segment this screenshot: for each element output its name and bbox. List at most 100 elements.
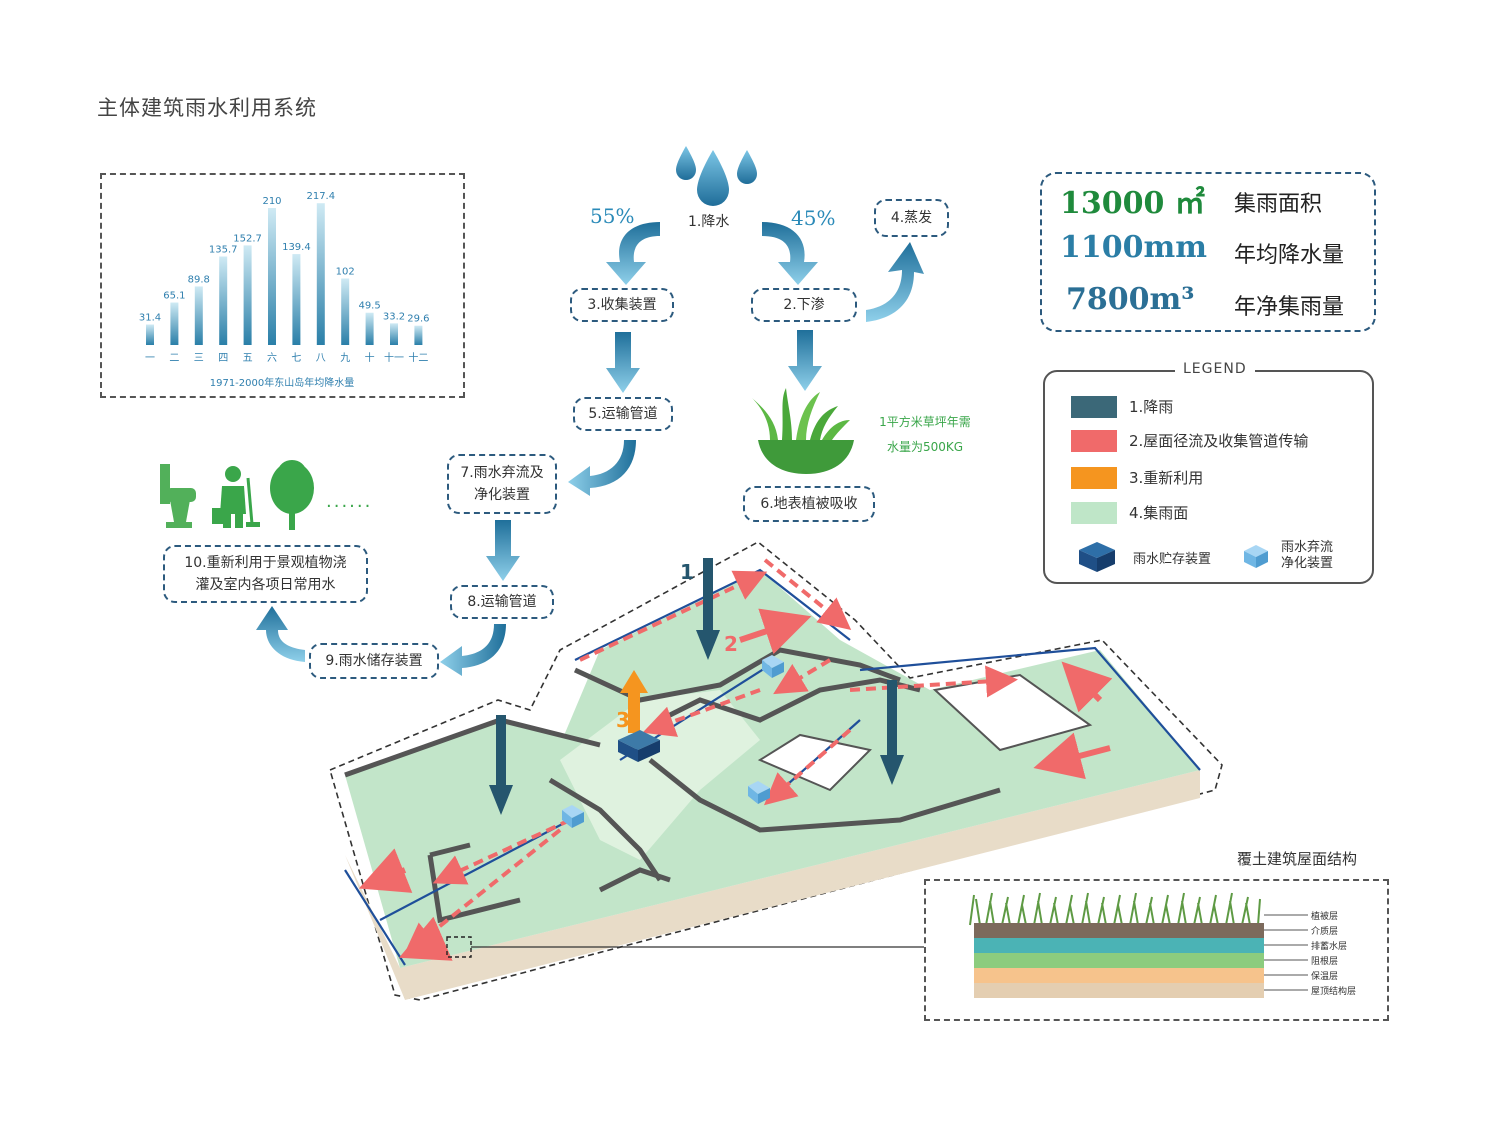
grass-note-line1: 1平方米草坪年需 <box>879 415 971 429</box>
legend-storage-label: 雨水贮存装置 <box>1133 552 1212 567</box>
purify-device-icon <box>562 805 584 828</box>
layer-label-media: 介质层 <box>1311 927 1339 937</box>
node-evaporation: 4.蒸发 <box>874 199 949 237</box>
bar-二 <box>170 302 179 345</box>
node-precipitation: 1.降水 <box>688 214 730 230</box>
layer-media <box>974 923 1264 938</box>
roof-structure-title: 覆土建筑屋面结构 <box>1237 850 1358 868</box>
grass-note-line2: 水量为500KG <box>886 440 964 454</box>
rain-drop-icon <box>737 150 757 184</box>
node-transport-pipe-5: 5.运输管道 <box>573 397 673 431</box>
rainfall-chart: 31.4一65.1二89.8三135.7四152.7五210六139.4七217… <box>139 191 430 389</box>
bar-value-label: 65.1 <box>163 291 185 302</box>
ellipsis-dots: ······ <box>326 496 373 517</box>
category-label: 二 <box>169 353 179 364</box>
marker-1: 1 <box>680 560 694 584</box>
node-infiltration: 2.下渗 <box>751 288 857 322</box>
bar-value-label: 33.2 <box>383 311 405 322</box>
percent-left: 55% <box>590 204 635 228</box>
bar-value-label: 210 <box>262 196 281 207</box>
legend-label-rain: 1.降雨 <box>1129 398 1174 416</box>
bar-value-label: 152.7 <box>233 233 262 244</box>
arrow-to-infiltration <box>762 222 818 285</box>
bar-一 <box>146 324 154 345</box>
legend-swatch-runoff <box>1071 430 1117 452</box>
marker-3: 3 <box>616 708 630 732</box>
legend-purify-line1: 雨水弃流 <box>1281 540 1334 555</box>
bar-六 <box>268 208 276 345</box>
arrow-to-evaporation <box>866 242 924 322</box>
category-label: 三 <box>194 353 204 364</box>
stat-area-value: 13000 ㎡ <box>1060 186 1205 221</box>
category-label: 十二 <box>408 351 428 364</box>
category-label: 一 <box>145 353 155 364</box>
legend-title: LEGEND <box>1175 361 1255 377</box>
layer-label-vegetation: 植被层 <box>1311 912 1339 922</box>
arrow-to-collect <box>606 222 660 285</box>
layer-drainage <box>974 938 1264 953</box>
legend-label-runoff: 2.屋面径流及收集管道传输 <box>1129 432 1309 450</box>
runoff-arrows <box>403 558 1018 955</box>
worker-icon <box>212 466 260 528</box>
percent-right: 45% <box>791 206 836 230</box>
node-collect-device: 3.收集装置 <box>570 288 674 322</box>
arrow-3-to-5 <box>606 332 640 393</box>
purify-box-icon <box>1244 545 1268 568</box>
toilet-icon <box>160 464 196 528</box>
bar-五 <box>243 245 252 345</box>
site-outline <box>329 541 1223 1001</box>
legend-purify-line2: 净化装置 <box>1281 556 1334 571</box>
layer-label-insulation: 保温层 <box>1311 972 1339 982</box>
layer-label-drainage: 排蓄水层 <box>1311 942 1348 952</box>
arrow-8-to-9 <box>440 624 506 676</box>
arrow-7-to-8 <box>486 520 520 581</box>
legend-swatch-catchment <box>1071 502 1117 524</box>
legend-purify-label: 雨水弃流 净化装置 <box>1281 540 1333 572</box>
bar-十二 <box>414 325 423 345</box>
purify-device-icon <box>748 781 770 804</box>
bar-value-label: 49.5 <box>358 301 380 312</box>
bar-value-label: 139.4 <box>282 242 311 253</box>
stat-area-label: 集雨面积 <box>1234 192 1323 217</box>
grass-note: 1平方米草坪年需 水量为500KG <box>865 410 985 460</box>
site-base <box>345 770 1200 1000</box>
layer-insulation <box>974 968 1264 983</box>
legend-label-reuse: 3.重新利用 <box>1129 469 1204 487</box>
category-label: 十 <box>365 351 375 364</box>
node-reuse: 10.重新利用于景观植物浇 灌及室内各项日常用水 <box>163 545 368 603</box>
bar-四 <box>219 256 228 345</box>
bar-七 <box>292 254 301 345</box>
bar-三 <box>194 286 203 345</box>
category-label: 四 <box>218 353 228 364</box>
bar-十 <box>365 312 374 345</box>
stat-rainfall-label: 年均降水量 <box>1234 243 1345 268</box>
category-label: 七 <box>291 352 301 364</box>
legend: LEGEND 1.降雨 2.屋面径流及收集管道传输 3.重新利用 4.集雨面 雨… <box>1043 361 1374 584</box>
detail-locator <box>446 936 472 958</box>
storage-tank-icon <box>618 730 660 762</box>
grass-icon <box>752 388 854 474</box>
bar-value-label: 31.4 <box>139 313 161 324</box>
category-label: 九 <box>340 352 350 364</box>
bar-value-label: 217.4 <box>306 191 335 202</box>
node-purify-line2: 净化装置 <box>474 487 530 503</box>
legend-swatch-reuse <box>1071 467 1117 489</box>
bar-八 <box>316 203 325 345</box>
layer-label-structure: 屋顶结构层 <box>1311 987 1357 997</box>
arrow-2-to-6 <box>788 330 822 391</box>
chart-title: 1971-2000年东山岛年均降水量 <box>210 376 355 389</box>
purify-device-icon <box>762 655 784 678</box>
runoff-solid-arrows <box>358 608 1113 961</box>
node-purify-device: 7.雨水弃流及 净化装置 <box>447 454 557 514</box>
stat-rainfall-value: 1100mm <box>1060 230 1207 265</box>
layer-structure <box>974 983 1264 998</box>
category-label: 十一 <box>384 351 404 364</box>
category-label: 八 <box>316 353 326 364</box>
stat-collected-label: 年净集雨量 <box>1234 295 1345 320</box>
legend-swatch-rain <box>1071 396 1117 418</box>
node-transport-pipe-8: 8.运输管道 <box>450 585 554 619</box>
legend-label-catchment: 4.集雨面 <box>1129 504 1189 522</box>
